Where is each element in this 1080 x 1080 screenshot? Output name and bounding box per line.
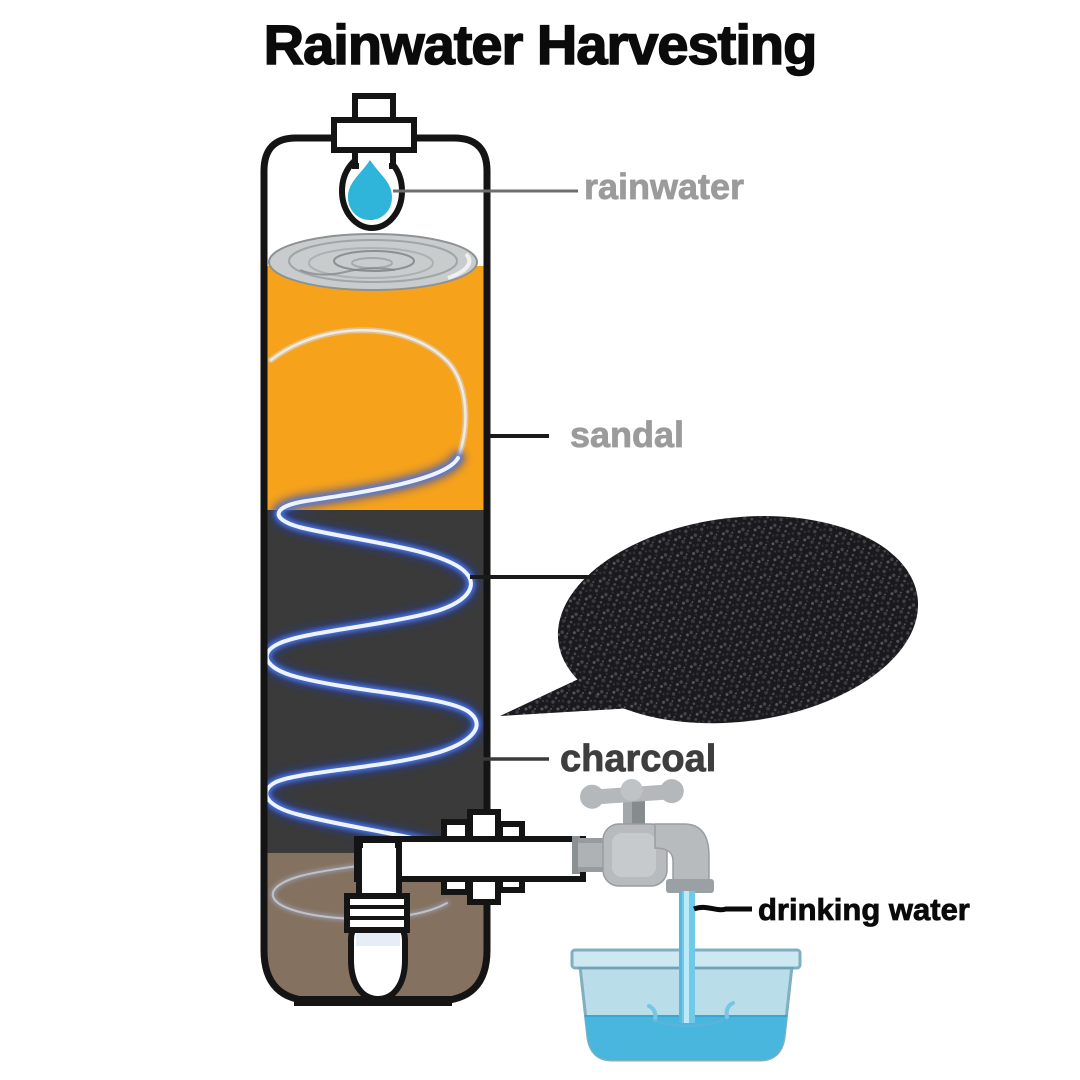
stream-highlight <box>684 891 689 1023</box>
tap-icon <box>572 778 714 893</box>
splash <box>647 1004 658 1022</box>
filter-coil <box>264 450 485 857</box>
rain-droplet-icon <box>348 160 392 220</box>
pipe-junction <box>363 843 395 877</box>
label-drinking-water: drinking water <box>758 892 971 928</box>
tap-stem-highlight <box>623 800 632 832</box>
inlet-pipe-mouth <box>359 160 389 169</box>
splash-ripple <box>651 1018 725 1028</box>
label-sandal: sandal <box>570 414 685 456</box>
label-rainwater: rainwater <box>584 166 745 208</box>
inlet-cross-flange <box>331 117 417 153</box>
basin-water <box>584 1016 788 1060</box>
tap-handle <box>580 778 684 809</box>
water-stream <box>647 891 735 1028</box>
tap-spout-lip <box>666 879 714 893</box>
charcoal-sample-blob <box>500 516 919 724</box>
filter-coil-upper <box>268 327 469 461</box>
tap-inlet-shade <box>578 867 610 872</box>
leader-drinking-water <box>693 904 752 913</box>
diagram-title: Rainwater Harvesting <box>263 12 818 77</box>
leader-lines <box>393 189 752 913</box>
tap-inlet-cap <box>572 836 580 874</box>
label-charcoal: charcoal <box>560 738 717 781</box>
splash <box>724 1001 735 1019</box>
threaded-fitting <box>344 893 410 933</box>
inlet-assembly <box>331 93 417 231</box>
water-surface <box>268 233 478 291</box>
tap-inlet-shade <box>578 838 610 843</box>
blob-body <box>557 516 919 724</box>
tap-body-panel <box>612 833 656 877</box>
outlet-piping <box>344 809 586 1003</box>
sandal-layer <box>264 266 487 510</box>
stream-edge <box>679 891 682 1023</box>
